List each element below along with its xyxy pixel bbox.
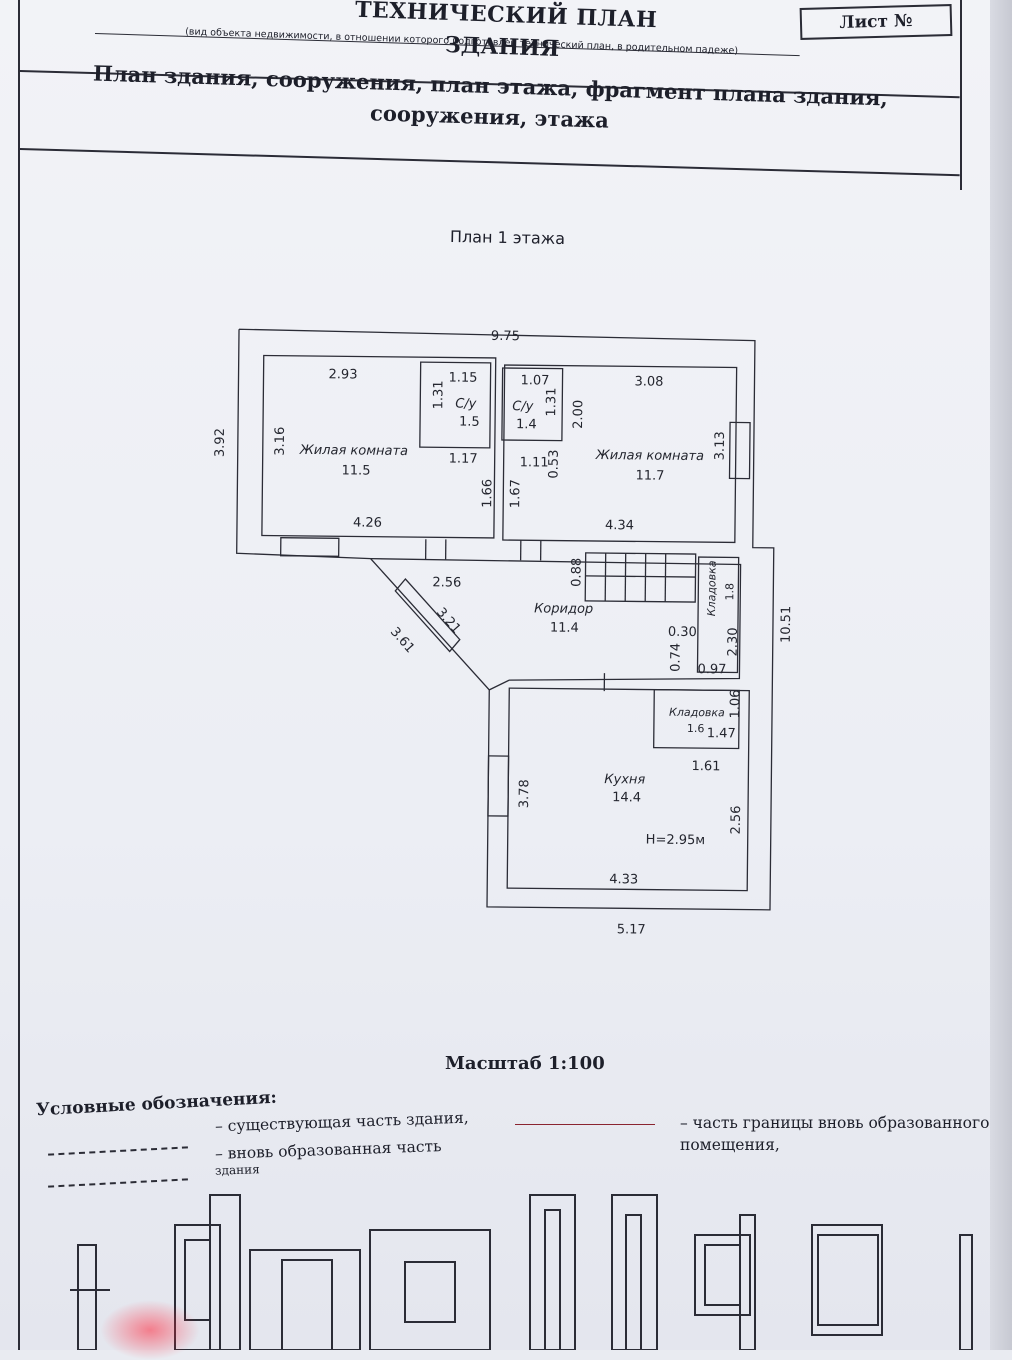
dim-room2-right: 3.13 — [713, 431, 728, 460]
room-area-wc-2: 1.4 — [516, 417, 537, 432]
dim-room2-bottom: 4.34 — [605, 518, 634, 533]
dim-corridor-top: 2.56 — [432, 575, 461, 590]
dim-right-overall: 10.51 — [779, 606, 794, 643]
dim-corridor-stairs: 0.88 — [569, 558, 584, 587]
room-name-kitchen: Кухня — [604, 772, 645, 787]
dim-room2-left: 2.00 — [571, 400, 586, 429]
dim-bottom-overall: 5.17 — [617, 922, 646, 937]
room-name-corridor: Коридор — [534, 601, 593, 617]
scale-label: Масштаб 1:100 — [445, 1053, 605, 1074]
dim-room1-bottom: 4.26 — [353, 515, 382, 530]
room-area-storage-2: 1.6 — [687, 722, 705, 735]
ceiling-height: H=2.95м — [646, 833, 706, 849]
room-name-wc-1: С/у — [455, 397, 477, 412]
window-kitchen — [488, 756, 509, 816]
legend-symbols-strip — [70, 1195, 972, 1350]
room-area-wc-1: 1.5 — [459, 415, 480, 430]
dim-corridor-side: 1.67 — [508, 479, 523, 508]
dim-wc2-inner: 0.53 — [546, 450, 561, 479]
light-glare — [100, 1300, 200, 1360]
dim-room1-right: 1.66 — [480, 479, 495, 508]
dim-wc1-side: 1.31 — [431, 380, 446, 409]
dim-storage1-inner: 0.30 — [668, 625, 697, 640]
dim-storage1-small: 0.74 — [668, 643, 683, 672]
dim-wc1-top: 1.15 — [448, 370, 477, 385]
dim-kitchen-right: 2.56 — [729, 805, 744, 834]
dim-storage1-side: 2.30 — [726, 627, 741, 656]
dim-kitchen-left: 3.78 — [517, 779, 532, 808]
dim-storage1-bottom: 0.97 — [697, 662, 726, 677]
room-area-corridor: 11.4 — [550, 621, 579, 636]
dim-kitchen-bottom: 4.33 — [609, 872, 638, 887]
room-area-storage-1: 1.8 — [723, 583, 736, 601]
room-name-wc-2: С/у — [512, 399, 534, 414]
dim-wc1-bottom: 1.17 — [449, 451, 478, 466]
dim-top-overall: 9.75 — [491, 329, 520, 344]
dim-storage2-side: 1.06 — [728, 689, 743, 718]
dim-kitchen-top: 1.61 — [691, 759, 720, 774]
room-name-living-2: Жилая комната — [595, 448, 704, 464]
dim-left-overall: 3.92 — [213, 428, 228, 457]
dim-storage2-bottom: 1.47 — [707, 726, 736, 741]
dim-room2-top: 3.08 — [634, 374, 663, 389]
legend-boundary-text: – часть границы вновь образованного поме… — [680, 1112, 1010, 1156]
room-name-storage-1: Кладовка — [705, 560, 719, 616]
dim-room1-left: 3.16 — [273, 427, 288, 456]
room-name-living-1: Жилая комната — [299, 443, 408, 459]
dim-room1-top: 2.93 — [328, 367, 357, 382]
legend-partial-text: здания — [215, 1162, 260, 1178]
room-area-living-2: 11.7 — [635, 468, 664, 483]
window-east — [729, 422, 750, 478]
dim-corridor-diag-outer: 3.61 — [387, 625, 417, 657]
dim-wc2-bottom: 1.11 — [520, 455, 549, 470]
room-name-storage-2: Кладовка — [669, 706, 725, 720]
room-area-kitchen: 14.4 — [612, 790, 641, 805]
dim-wc2-top: 1.07 — [520, 373, 549, 388]
legend-red-boundary-line — [515, 1124, 655, 1125]
room-area-living-1: 11.5 — [341, 463, 370, 478]
window-south-1 — [281, 538, 339, 557]
dim-wc2-side: 1.31 — [544, 387, 559, 416]
